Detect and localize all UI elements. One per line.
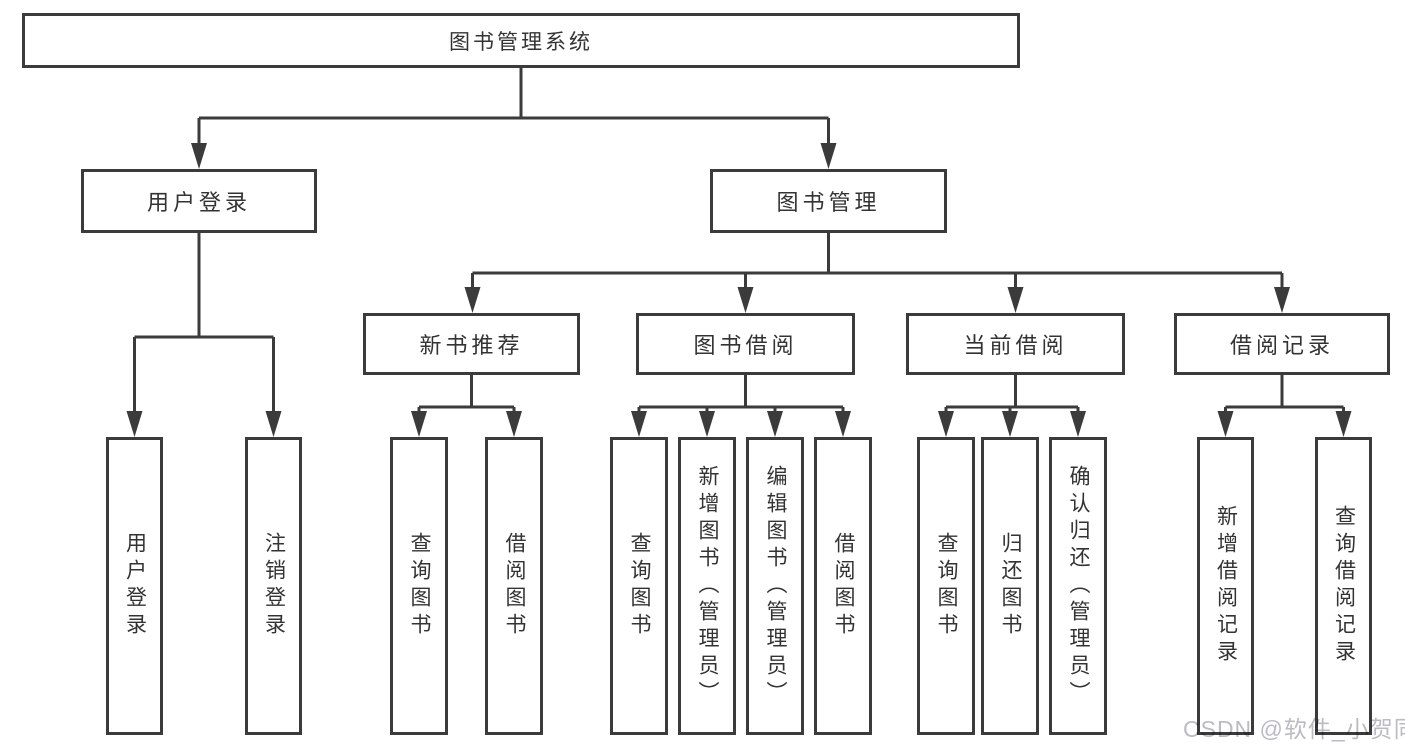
node-new-book-recommendation: 新书推荐 [363, 313, 580, 375]
leaf-label: 借阅图书 [503, 532, 527, 640]
leaf-label: 注销登录 [262, 532, 286, 640]
node-library-management-system: 图书管理系统 [22, 13, 1020, 68]
leaf-user-login: 用户登录 [106, 437, 163, 735]
leaf-return-book: 归还图书 [981, 437, 1039, 735]
node-current-borrowing: 当前借阅 [906, 313, 1125, 375]
leaf-query-borrow-record: 查询借阅记录 [1315, 437, 1372, 735]
leaf-label: 编辑图书（管理员） [764, 464, 788, 708]
leaf-query-books-recommend: 查询图书 [390, 437, 448, 735]
leaf-borrow-books: 借阅图书 [814, 437, 872, 735]
node-borrowing-records: 借阅记录 [1174, 313, 1390, 375]
leaf-label: 归还图书 [999, 532, 1023, 640]
node-label: 当前借阅 [963, 333, 1068, 358]
node-user-login: 用户登录 [81, 169, 317, 233]
node-label: 新书推荐 [419, 333, 524, 358]
node-label: 借阅记录 [1229, 333, 1334, 358]
leaf-label: 用户登录 [123, 532, 147, 640]
leaf-query-books-current: 查询图书 [917, 437, 975, 735]
node-label: 图书借阅 [693, 333, 798, 358]
watermark: CSDN @软件_小贺同学 [1183, 716, 1405, 742]
leaf-label: 新增借阅记录 [1214, 505, 1238, 667]
leaf-label: 查询借阅记录 [1332, 505, 1356, 667]
leaf-add-book-admin: 新增图书（管理员） [678, 437, 736, 735]
node-label: 图书管理系统 [449, 30, 593, 54]
node-label: 用户登录 [146, 190, 251, 215]
leaf-label: 查询图书 [935, 532, 959, 640]
leaf-confirm-return-admin: 确认归还（管理员） [1049, 437, 1107, 735]
leaf-add-borrow-record: 新增借阅记录 [1197, 437, 1254, 735]
node-label: 图书管理 [776, 190, 881, 215]
leaf-label: 新增图书（管理员） [696, 464, 720, 708]
node-book-borrowing: 图书借阅 [636, 313, 855, 375]
leaf-label: 确认归还（管理员） [1067, 464, 1091, 708]
leaf-label: 借阅图书 [832, 532, 856, 640]
node-book-management: 图书管理 [710, 169, 947, 233]
leaf-label: 查询图书 [628, 532, 652, 640]
leaf-logout: 注销登录 [245, 437, 302, 735]
leaf-edit-book-admin: 编辑图书（管理员） [746, 437, 804, 735]
leaf-label: 查询图书 [408, 532, 432, 640]
leaf-borrow-books-recommend: 借阅图书 [485, 437, 543, 735]
leaf-query-books-borrow: 查询图书 [610, 437, 668, 735]
